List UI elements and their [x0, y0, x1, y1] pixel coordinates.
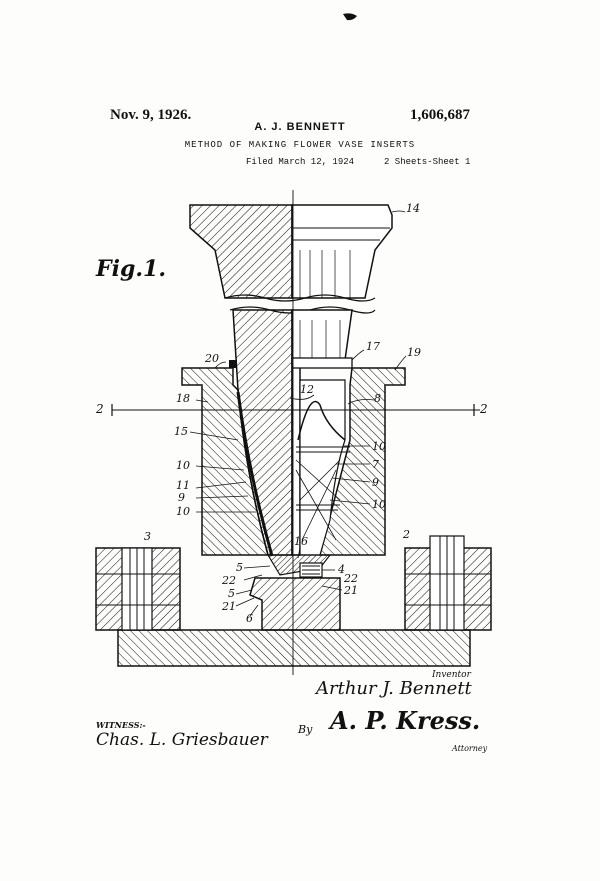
ref-3: 3	[144, 530, 151, 543]
ref-8: 8	[374, 392, 381, 405]
ref-7: 7	[372, 458, 379, 471]
ref-11: 11	[176, 479, 190, 492]
ref-17: 17	[366, 340, 380, 353]
section-mark-right: 2	[480, 402, 488, 416]
witness-label: WITNESS:-	[96, 720, 146, 730]
sheet-count: 2 Sheets-Sheet 1	[384, 157, 471, 167]
mold-body	[181, 360, 406, 556]
ref-20: 20	[205, 352, 219, 365]
plunger-head	[189, 204, 393, 299]
ref-10-right-a: 10	[372, 440, 386, 453]
ref-10-right-b: 10	[372, 498, 386, 511]
ref-19: 19	[407, 346, 421, 359]
inventor-name: A. J. BENNETT	[254, 121, 346, 133]
ref-4: 4	[338, 563, 345, 576]
ref-18: 18	[176, 392, 190, 405]
ref-22-left: 22	[222, 574, 236, 587]
insert-cavity	[295, 379, 350, 556]
ref-21-right: 21	[344, 584, 358, 597]
section-mark-left: 2	[96, 402, 104, 416]
ink-mark	[343, 13, 357, 21]
die-block	[249, 577, 341, 631]
witness-signature: Chas. L. Griesbauer	[96, 730, 268, 750]
filed-date: Filed March 12, 1924	[246, 157, 355, 167]
ref-9-left: 9	[178, 491, 185, 504]
inventor-caption: Inventor	[432, 670, 471, 680]
ref-9-right: 9	[372, 476, 379, 489]
inventor-signature: Arthur J. Bennett	[316, 678, 472, 699]
attorney-signature: A. P. Kress.	[330, 706, 481, 735]
figure-label: Fig.1.	[96, 256, 166, 282]
ref-2-post: 2	[403, 528, 410, 541]
ref-6: 6	[246, 612, 253, 625]
nozzle	[266, 554, 332, 578]
by-label: By	[298, 723, 313, 736]
ref-14: 14	[406, 202, 420, 215]
ref-5-b: 5	[228, 587, 235, 600]
ref-16: 16	[294, 535, 308, 548]
ref-5-a: 5	[236, 561, 243, 574]
ref-10-left-b: 10	[176, 505, 190, 518]
patent-title: METHOD OF MAKING FLOWER VASE INSERTS	[184, 140, 416, 150]
base-plate	[95, 535, 492, 667]
ref-21-left: 21	[222, 600, 236, 613]
attorney-caption: Attorney	[452, 744, 488, 753]
patent-number: 1,606,687	[410, 107, 470, 123]
ref-10-left-a: 10	[176, 459, 190, 472]
ref-22-right: 22	[344, 572, 358, 585]
ref-15: 15	[174, 425, 188, 438]
patent-date: Nov. 9, 1926.	[110, 107, 192, 123]
ref-12: 12	[300, 383, 314, 396]
